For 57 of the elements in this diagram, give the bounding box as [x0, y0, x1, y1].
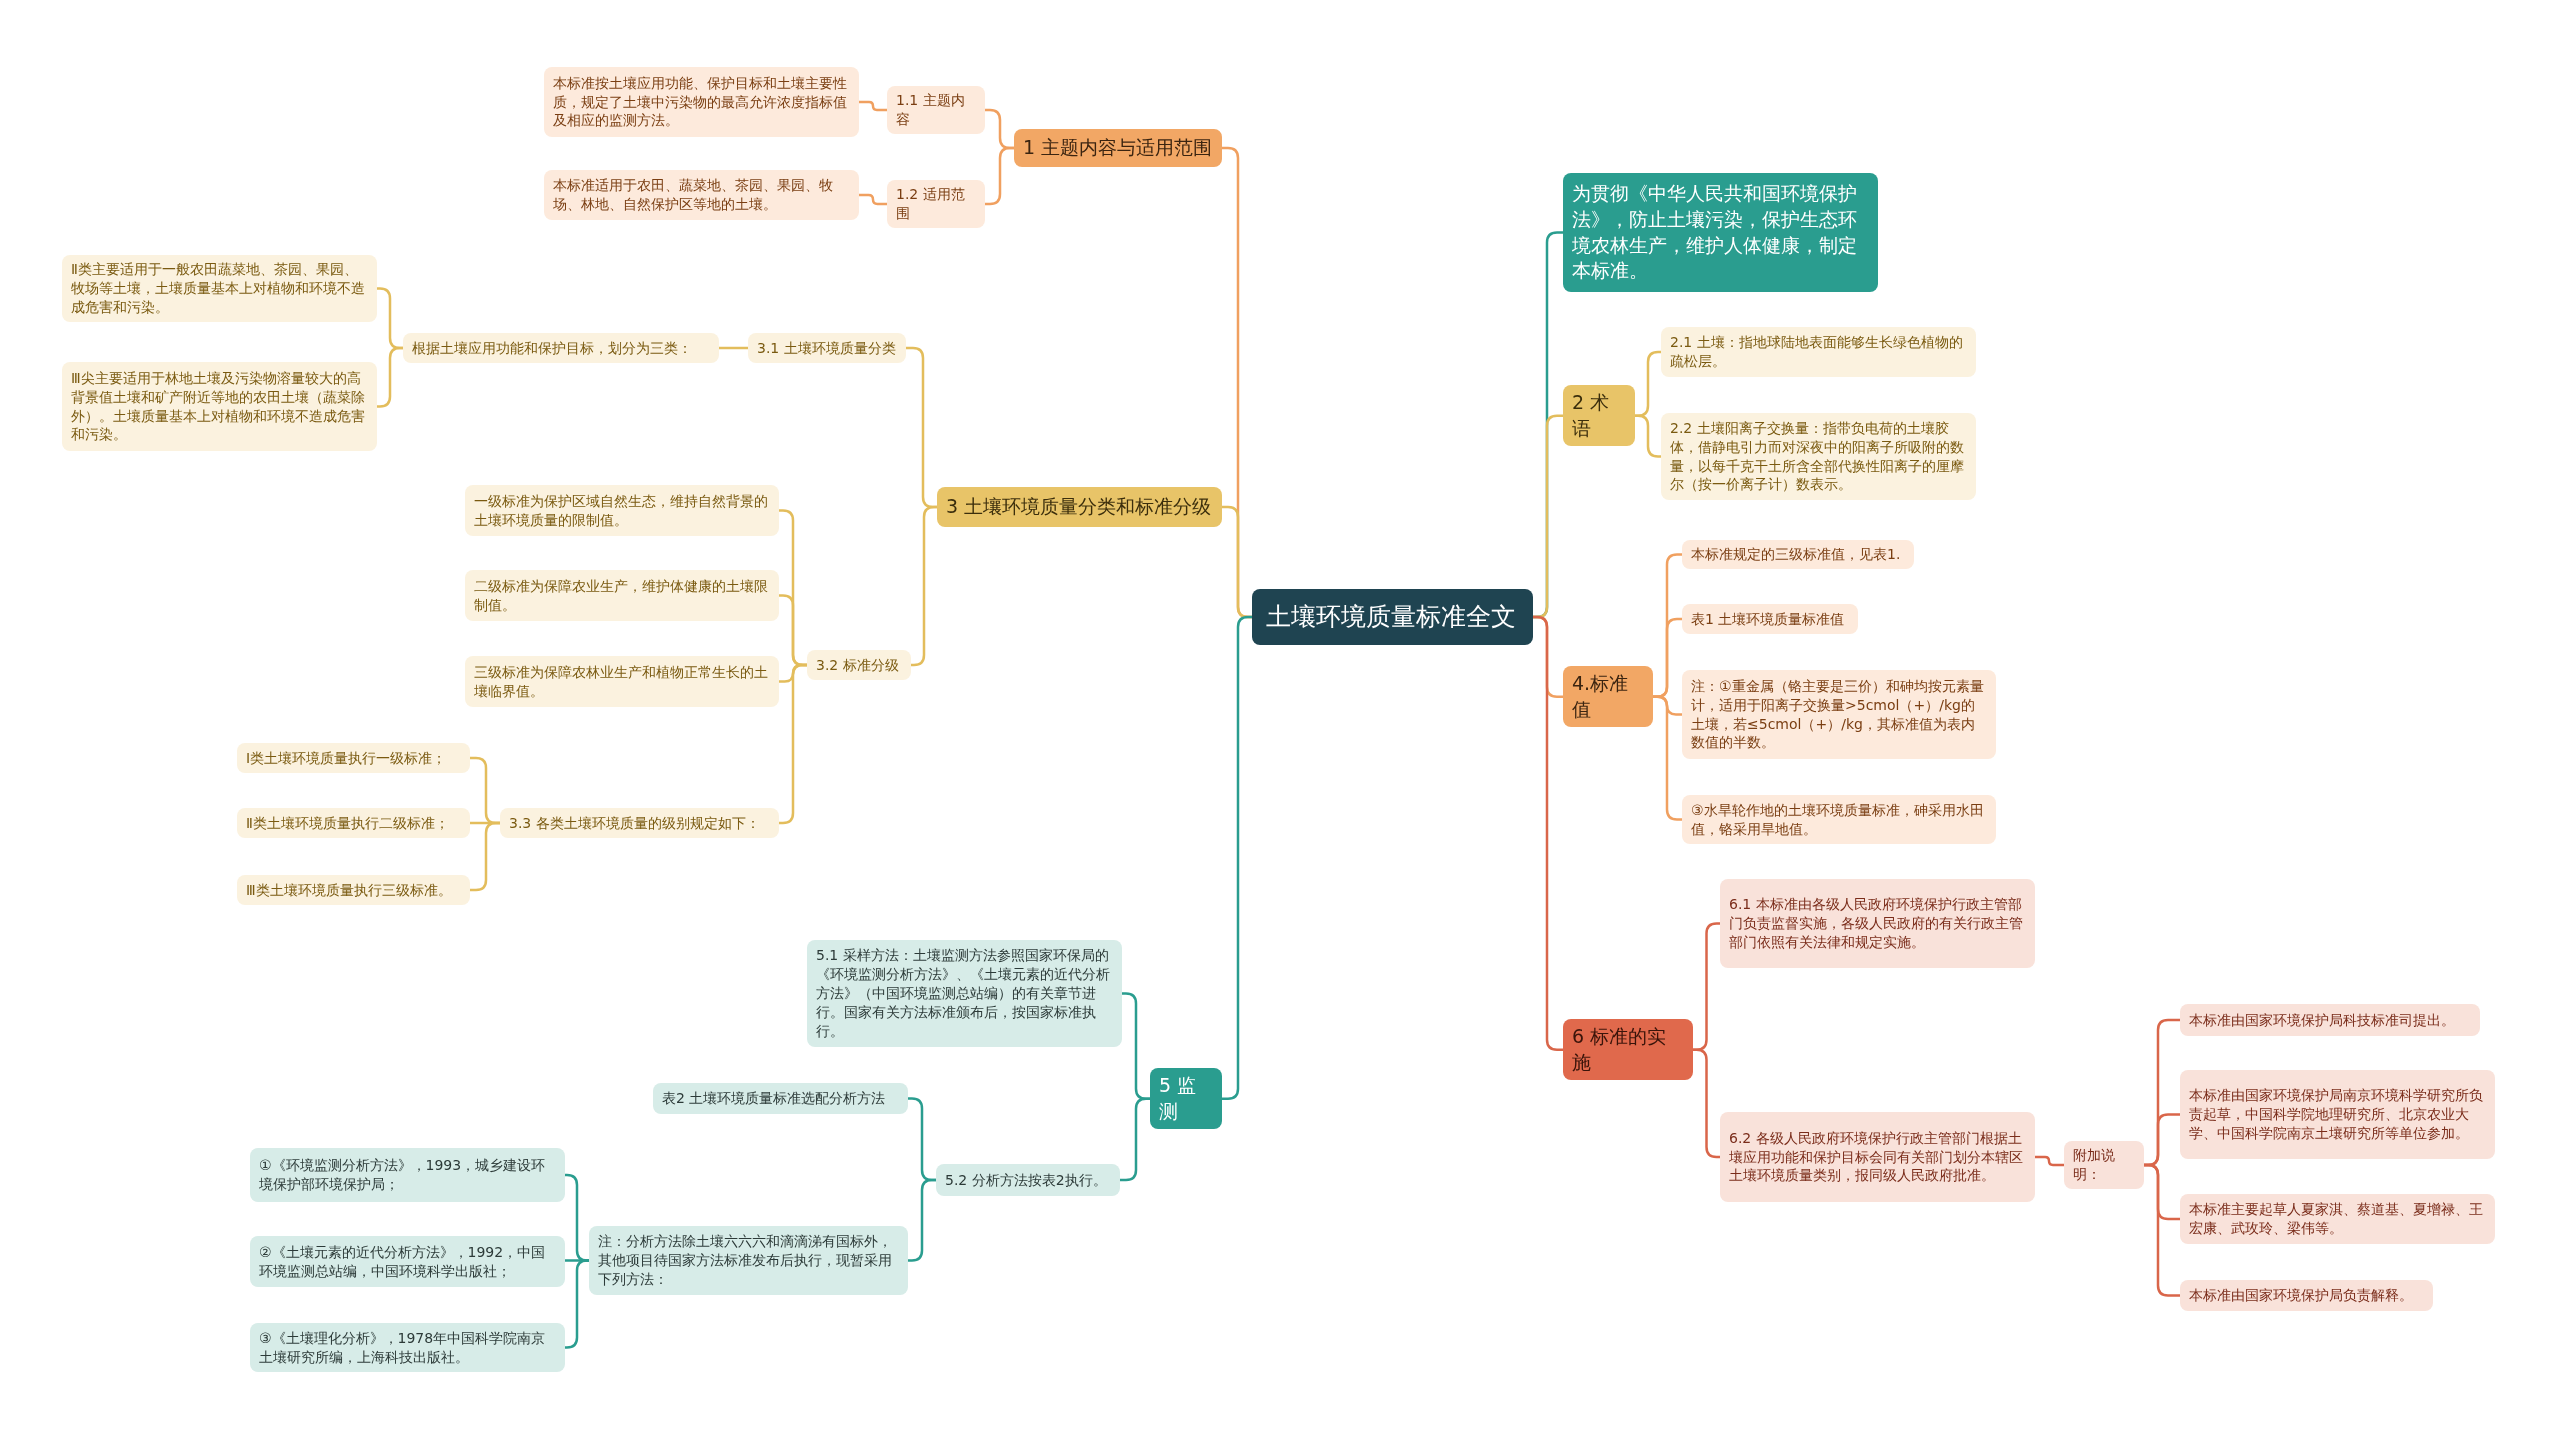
- subtopic-box: 表1 土壤环境质量标准值: [1682, 604, 1858, 634]
- subtopic-box: 二级标准为保障农业生产，维护体健康的土壤限制值。: [465, 570, 779, 621]
- subtopic-box: 本标准由国家环境保护局南京环境科学研究所负责起草，中国科学院地理研究所、北京农业大学、中国科学院南京土壤研究所等单位参加。: [2180, 1070, 2495, 1159]
- subtopic-box: 3.2 标准分级: [807, 650, 911, 680]
- subtopic-box: 3.3 各类土壤环境质量的级别规定如下：: [500, 808, 779, 838]
- subtopic-box: 本标准由国家环境保护局科技标准司提出。: [2180, 1004, 2480, 1036]
- topic-box: 1 主题内容与适用范围: [1014, 129, 1222, 167]
- subtopic-box: 6.1 本标准由各级人民政府环境保护行政主管部门负责监督实施，各级人民政府的有关行政主管部门依照有关法律和规定实施。: [1720, 879, 2035, 968]
- central-topic: 土壤环境质量标准全文: [1252, 589, 1533, 645]
- connector-line: [859, 100, 887, 112]
- connector-line: [719, 346, 748, 350]
- subtopic-box: ③水旱轮作地的土壤环境质量标准，砷采用水田值，铬采用旱地值。: [1682, 795, 1996, 844]
- subtopic-box: 5.1 采样方法：土壤监测方法参照国家环保局的《环境监测分析方法》、《土壤元素的近代分析方法》（中国环境监测总站编）的有关章节进行。国家有关方法标准颁布后，按国家标准执行。: [807, 940, 1122, 1047]
- subtopic-box: 本标准主要起草人夏家淇、蔡道基、夏增禄、王宏康、武玫玲、梁伟等。: [2180, 1194, 2495, 1244]
- subtopic-box: 5.2 分析方法按表2执行。: [936, 1164, 1120, 1196]
- subtopic-box: 本标准由国家环境保护局负责解释。: [2180, 1280, 2433, 1311]
- subtopic-box: 2.1 土壤：指地球陆地表面能够生长绿色植物的疏松层。: [1661, 327, 1976, 377]
- subtopic-box: 本标准规定的三级标准值，见表1.: [1682, 540, 1914, 569]
- connector-line: [377, 346, 403, 408]
- subtopic-box: 根据土壤应用功能和保护目标，划分为三类：: [403, 333, 719, 363]
- connector-line: [859, 193, 887, 206]
- connector-line: [985, 146, 1014, 206]
- subtopic-box: Ⅲ尖主要适用于林地土壤及污染物溶量较大的高背景值土壤和矿产附近等地的农田土壤（蔬菜除外）。土壤质量基本上对植物和环境不造成危害和污染。: [62, 362, 377, 451]
- subtopic-box: Ⅱ类土壤环境质量执行二级标准；: [237, 808, 470, 838]
- topic-box: 6 标准的实施: [1563, 1019, 1693, 1081]
- connector-line: [565, 1259, 589, 1349]
- topic-box: 2 术语: [1563, 385, 1635, 447]
- topic-box: 3 土壤环境质量分类和标准分级: [937, 487, 1222, 527]
- subtopic-box: ②《土壤元素的近代分析方法》，1992，中国环境监测总站编，中国环境科学出版社；: [250, 1236, 565, 1287]
- subtopic-box: Ⅰ类土壤环境质量执行一级标准；: [237, 743, 470, 773]
- subtopic-box: 1.1 主题内容: [887, 86, 985, 134]
- connector-line: [779, 663, 807, 825]
- subtopic-box: Ⅱ类主要适用于一般农田蔬菜地、茶园、果园、牧场等土壤，土壤质量基本上对植物和环境不造成危害和污染。: [62, 255, 377, 322]
- subtopic-box: 一级标准为保护区域自然生态，维持自然背景的土壤环境质量的限制值。: [465, 485, 779, 536]
- connector-line: [1635, 414, 1661, 458]
- subtopic-box: 注：①重金属（铬主要是三价）和砷均按元素量计，适用于阳离子交换量>5cmol（+）/kg的土壤，若≤5cmol（+）/kg，其标准值为表内数值的半数。: [1682, 670, 1996, 759]
- subtopic-box: 6.2 各级人民政府环境保护行政主管部门根据土壤应用功能和保护目标会同有关部门划分本辖区土壤环境质量类别，报同级人民政府批准。: [1720, 1112, 2035, 1202]
- subtopic-box: 本标准按土壤应用功能、保护目标和土壤主要性质，规定了土壤中污染物的最高允许浓度指标值及相应的监测方法。: [544, 67, 859, 137]
- subtopic-box: 2.2 土壤阳离子交换量：指带负电荷的土壤胶体，借静电引力而对深夜中的阳离子所吸附的数量，以每千克干土所含全部代换性阳离子的厘摩尔（按一价离子计）数表示。: [1661, 413, 1976, 500]
- topic-box: 为贯彻《中华人民共和国环境保护法》，防止土壤污染，保护生态环境农林生产，维护人体健康，制定本标准。: [1563, 173, 1878, 292]
- connector-line: [2035, 1155, 2064, 1167]
- subtopic-box: Ⅲ类土壤环境质量执行三级标准。: [237, 875, 470, 905]
- subtopic-box: 3.1 土壤环境质量分类: [748, 333, 906, 363]
- subtopic-box: 三级标准为保障农林业生产和植物正常生长的土壤临界值。: [465, 656, 779, 707]
- topic-box: 5 监测: [1150, 1068, 1222, 1130]
- subtopic-box: ③《土壤理化分析》，1978年中国科学院南京土壤研究所编，上海科技出版社。: [250, 1323, 565, 1372]
- subtopic-box: 附加说明：: [2064, 1141, 2144, 1189]
- connector-line: [1222, 615, 1252, 1100]
- topic-box: 4.标准值: [1563, 666, 1653, 728]
- subtopic-box: 1.2 适用范围: [887, 180, 985, 228]
- subtopic-box: ①《环境监测分析方法》，1993，城乡建设环境保护部环境保护局；: [250, 1148, 565, 1202]
- subtopic-box: 本标准适用于农田、蔬菜地、茶园、果园、牧场、林地、自然保护区等地的土壤。: [544, 170, 859, 220]
- subtopic-box: 表2 土壤环境质量标准选配分析方法: [653, 1083, 908, 1114]
- connector-line: [1120, 1097, 1150, 1182]
- connector-line: [911, 505, 937, 667]
- subtopic-box: 注：分析方法除土壤六六六和滴滴涕有国标外，其他项目待国家方法标准发布后执行，现暂采用下列方法：: [589, 1226, 908, 1295]
- connector-line: [2144, 1163, 2180, 1297]
